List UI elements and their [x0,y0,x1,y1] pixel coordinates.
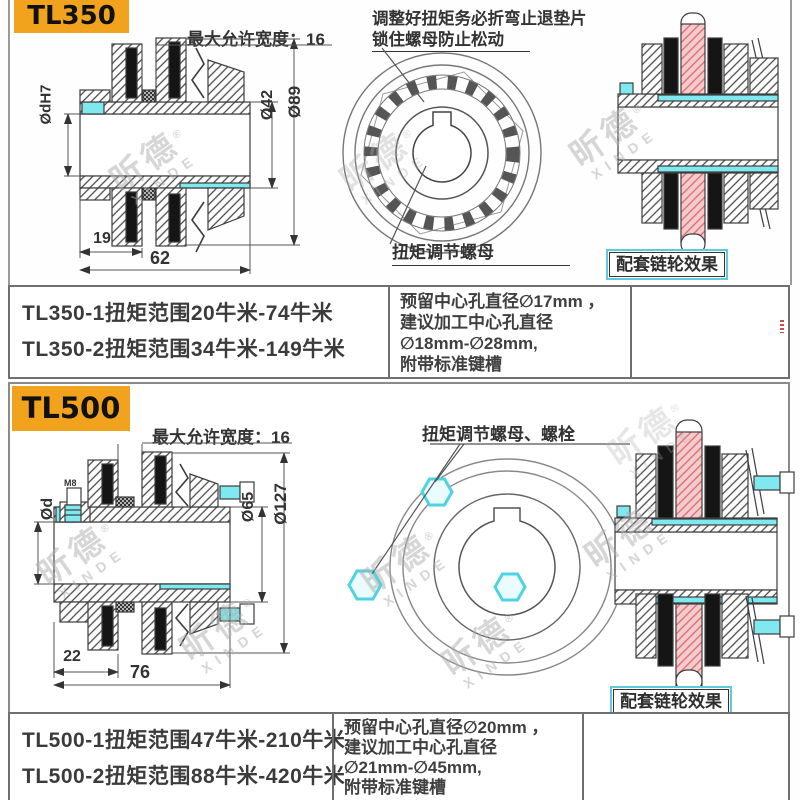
tl500-front-rings [389,458,625,676]
tl350-sprocket-tag-text: 配套链轮效果 [609,252,725,277]
tl350-sprocket-drawing [617,12,779,255]
tl500-spec-row: TL500-1扭矩范围47牛米-210牛米 TL500-2扭矩范围88牛米-42… [8,712,790,800]
tl500-front-view-drawing [347,443,630,676]
tl500-note: 扭矩调节螺母、螺栓 [422,425,575,444]
tl500-max-width-label: 最大允许宽度：16 [152,428,290,447]
tl350-note-line2: 锁住螺母防止松动 [372,26,530,52]
tl350-dimension-lines [64,38,332,274]
tl350-hole-note-4: 附带标准键槽 [400,355,502,374]
tl500-hex-bolts [347,477,527,602]
tl500-m8-label: M8 [64,478,77,488]
tl500-spec-1: TL500-1扭矩范围47牛米-210牛米 [22,729,346,752]
tl500-dim-bore: Ød [39,497,56,521]
tl350-spec-2: TL350-2扭矩范围34牛米-149牛米 [22,338,346,361]
tl500-dim-outer: Ø65 [240,491,257,523]
tl350-section: TL350 最大允许宽度：16 [8,0,792,285]
divider [630,287,632,377]
tl350-dim-len1: 19 [93,230,111,247]
tl500-dimension-lines [34,442,292,689]
tl500-sprocket-body [614,419,795,693]
tl500-sprocket-drawing [614,419,795,693]
tl350-dim-outer: Ø42 [259,89,276,121]
divider [332,714,334,800]
tl350-hole-note-3: ∅18mm-∅28mm, [400,334,538,353]
tl350-coupling-body [79,37,251,253]
tl500-section: TL500 最大允许宽度：16 [8,382,795,717]
tl500-leader-lines [371,443,630,575]
tl350-side-section-drawing [64,37,332,274]
tl500-sprocket-tag-text: 配套链轮效果 [613,689,729,714]
tl350-note-line1: 调整好扭矩务必折弯止退垫片 [372,10,587,28]
divider [388,287,390,377]
tl500-hole-note-2: 建议加工中心孔直径 [344,738,497,757]
tl500-hole-note-1: 预留中心孔直径∅20mm ， [344,718,549,737]
tl500-side-section-drawing [34,442,292,689]
tl350-dim-flange: Ø89 [285,85,304,119]
tl350-nut-label: 扭矩调节螺母 [392,238,570,266]
tl350-sprocket-body [617,12,779,255]
divider [582,714,584,800]
tl350-hole-note-1: 预留中心孔直径∅17mm ， [400,292,605,311]
tl500-header: TL500 [12,386,130,431]
tl500-dim-flange: Ø127 [271,483,290,525]
tl350-front-rings [342,52,542,254]
tl350-header: TL350 [14,0,129,33]
tl500-dim-len2: 76 [129,662,151,682]
tl350-hole-note-2: 建议加工中心孔直径 [400,313,553,332]
tl350-spec-1: TL350-1扭矩范围20牛米-74牛米 [22,302,334,325]
tl350-leader-lines [381,47,427,245]
tl350-spec-row: TL350-1扭矩范围20牛米-74牛米 TL350-2扭矩范围34牛米-149… [8,285,790,379]
tl350-dim-len2: 62 [149,248,171,268]
tl500-spec-2: TL500-2扭矩范围88牛米-420牛米 [22,765,346,788]
tl350-dim-bore: ØdH7 [37,84,55,125]
tl350-sprocket-tag: 配套链轮效果 [606,249,728,280]
tl500-hole-note-3: ∅21mm-∅45mm, [344,758,482,777]
red-artifact [780,320,784,333]
tl500-hole-note-4: 附带标准键槽 [344,778,446,797]
tl500-coupling-body [53,451,255,655]
tl500-dim-len1: 22 [63,648,81,665]
tl350-front-view-drawing [342,47,542,254]
